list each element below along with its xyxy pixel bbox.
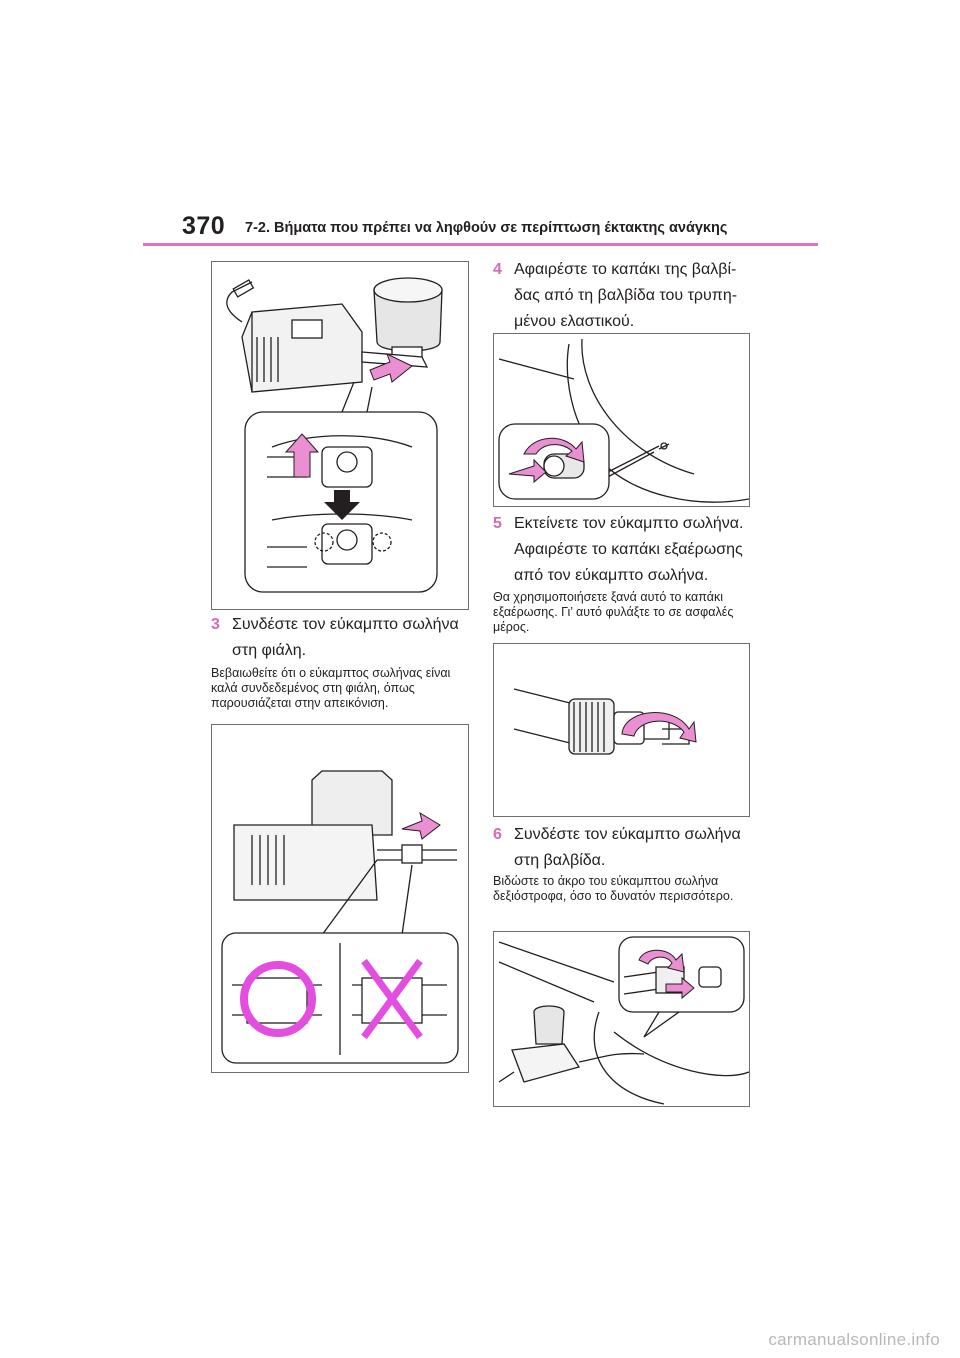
header-rule (143, 243, 818, 246)
hose-to-bottle-illustration (221, 770, 459, 1064)
hose-to-valve-illustration (498, 936, 749, 1105)
bottle-installation-illustration (226, 277, 443, 593)
step-3-number: 3 (211, 616, 220, 633)
step-5-text: Εκτείνετε τον εύκαμπτο σωλήνα. Αφαιρέστε… (514, 515, 744, 584)
section-title: 7-2. Βήματα που πρέπει να ληφθούν σε περ… (245, 220, 728, 236)
hose-cap-illustration (513, 688, 697, 755)
step-5-number: 5 (493, 515, 502, 532)
figure-hose-to-bottle (211, 724, 469, 1073)
step-3-text: Συνδέστε τον εύκαμπτο σωλήνα στη φιάλη. (232, 616, 459, 659)
page-number: 370 (182, 212, 226, 240)
step-6-text: Συνδέστε τον εύκαμπτο σωλήνα στη βαλβίδα… (514, 826, 741, 869)
figure-hose-cap (493, 643, 750, 817)
step-5-note: Θα χρησιμοποιήσετε ξανά αυτό το καπάκι ε… (493, 590, 734, 634)
figure-bottle-installation (211, 261, 469, 610)
step-6-note: Βιδώστε το άκρο του εύκαμπτου σωλήνα δεξ… (493, 874, 734, 903)
step-4-text: Αφαιρέστε το καπάκι της βαλβί-δας από τη… (514, 261, 738, 330)
figure-hose-to-valve (493, 931, 750, 1107)
step-4-number: 4 (493, 261, 502, 278)
step-3-note: Βεβαιωθείτε ότι ο εύκαμπτος σωλήνας είνα… (211, 666, 451, 710)
step-6-number: 6 (493, 826, 502, 843)
figure-valve-cap (493, 333, 750, 507)
valve-cap-illustration (498, 338, 749, 503)
watermark: carmanualsonline.info (768, 1330, 940, 1349)
